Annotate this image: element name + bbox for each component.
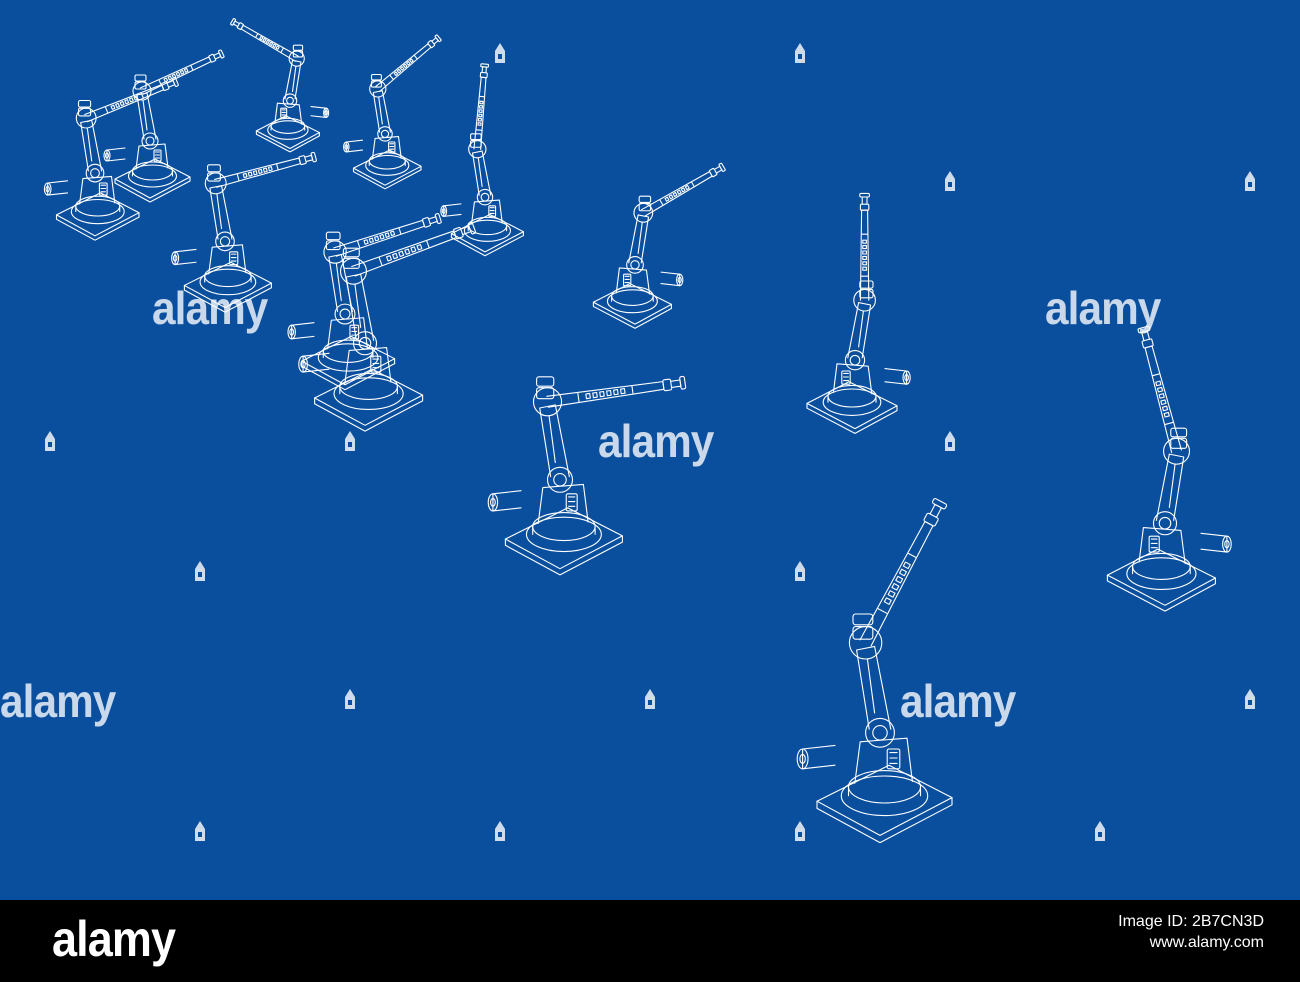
image-footer-bar: alamy Image ID: 2B7CN3D www.alamy.com xyxy=(0,900,1300,982)
robot-arm xyxy=(43,77,179,241)
alamy-pin-icon xyxy=(345,689,355,709)
alamy-pin-icon xyxy=(45,431,55,451)
image-id-label: Image ID: 2B7CN3D xyxy=(1118,913,1264,930)
blueprint-illustration: alamy alamy alamy alamy alamy xyxy=(0,0,1300,900)
watermark-text: alamy xyxy=(900,675,1016,727)
alamy-pin-icon xyxy=(195,561,205,581)
alamy-pin-icon xyxy=(795,821,805,841)
watermark-text: alamy xyxy=(0,675,116,727)
alamy-pin-icon xyxy=(345,431,355,451)
alamy-pin-icon xyxy=(795,43,805,63)
robot-arm xyxy=(343,34,442,190)
robot-arm xyxy=(230,18,330,153)
alamy-pin-icon xyxy=(195,821,205,841)
footer-image-info: Image ID: 2B7CN3D www.alamy.com xyxy=(1118,912,1264,954)
alamy-pin-icon xyxy=(495,821,505,841)
robot-arms-wireframe-drawing xyxy=(0,0,1300,900)
robot-arm xyxy=(103,49,225,203)
robot-arm xyxy=(796,498,953,844)
watermark-text: alamy xyxy=(152,282,268,334)
watermark-text: alamy xyxy=(1045,282,1161,334)
robot-arm-group xyxy=(43,18,1232,844)
robot-arm xyxy=(171,151,317,313)
robot-arm xyxy=(487,375,687,576)
robot-arm xyxy=(440,63,524,257)
robot-arm xyxy=(298,221,477,432)
watermark-text: alamy xyxy=(598,415,714,467)
alamy-pin-icon xyxy=(645,689,655,709)
alamy-pin-icon xyxy=(1245,689,1255,709)
alamy-pin-icon xyxy=(945,171,955,191)
alamy-pin-icon xyxy=(1095,821,1105,841)
robot-arm xyxy=(806,192,911,434)
alamy-pin-icon xyxy=(1245,171,1255,191)
blueprint-background xyxy=(0,0,1300,900)
website-label: www.alamy.com xyxy=(1149,933,1264,951)
robot-arm xyxy=(592,162,726,329)
alamy-pin-icon xyxy=(495,43,505,63)
robot-arm xyxy=(1106,325,1232,612)
alamy-pin-icon xyxy=(945,431,955,451)
alamy-pin-icon xyxy=(795,561,805,581)
footer-logo: alamy xyxy=(52,911,176,967)
